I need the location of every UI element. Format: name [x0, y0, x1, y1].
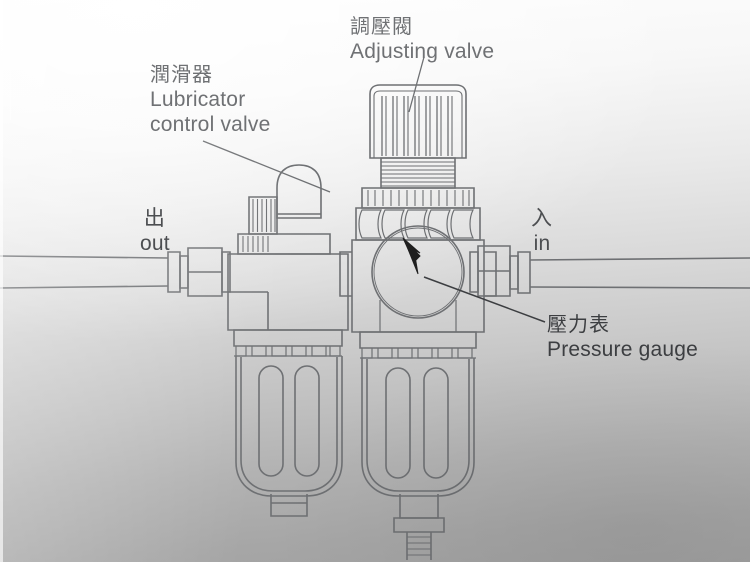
left-pipe — [0, 247, 231, 297]
label-inlet: 入 in — [531, 206, 553, 256]
leader-lines — [202, 56, 546, 323]
adjusting-knob — [369, 84, 467, 159]
regulator-bowl-flange — [359, 331, 477, 359]
label-lubricator-en-line2: control valve — [150, 113, 271, 136]
regulator-unit — [339, 84, 497, 560]
label-outlet: 出 out — [140, 206, 170, 256]
leader-lubricator — [202, 140, 331, 193]
lubricator-body — [227, 253, 349, 331]
label-inlet-cjk: 入 — [531, 206, 553, 230]
label-gauge-cjk: 壓力表 — [547, 312, 610, 336]
label-pressure-gauge: 壓力表 Pressure gauge — [547, 312, 698, 362]
label-outlet-cjk: 出 — [143, 206, 166, 230]
regulator-drain — [393, 494, 445, 560]
lubricator-unit — [227, 164, 349, 517]
label-lubricator-cjk: 潤滑器 — [150, 62, 213, 86]
lubricator-knob — [248, 196, 278, 235]
leader-adjusting — [408, 56, 425, 113]
regulator-hex-nut — [355, 207, 481, 241]
regulator-bowl — [361, 358, 475, 497]
lubricator-bowl-flange — [233, 329, 343, 357]
regulator-collar — [361, 187, 475, 209]
label-outlet-en: out — [140, 232, 170, 255]
label-adjusting-cjk: 調壓閥 — [350, 14, 413, 38]
label-adjusting-en: Adjusting valve — [350, 40, 495, 63]
lubricator-collar — [237, 233, 331, 255]
label-lubricator-en-line1: Lubricator — [150, 88, 246, 111]
pressure-gauge — [371, 225, 465, 319]
label-inlet-en: in — [533, 232, 551, 255]
lubricator-control-valve-cap — [276, 164, 322, 219]
label-adjusting-valve: 調壓閥 Adjusting valve — [350, 14, 494, 64]
adjusting-stem-thread — [380, 157, 456, 189]
regulator-body — [339, 239, 497, 333]
label-gauge-en: Pressure gauge — [547, 338, 699, 361]
label-lubricator-control-valve: 潤滑器 Lubricator control valve — [150, 62, 271, 137]
lubricator-bowl — [235, 356, 343, 497]
lubricator-drain — [270, 494, 308, 517]
leader-pressure-gauge — [423, 276, 546, 323]
right-pipe — [469, 245, 750, 297]
pressure-gauge-needle — [402, 237, 421, 275]
